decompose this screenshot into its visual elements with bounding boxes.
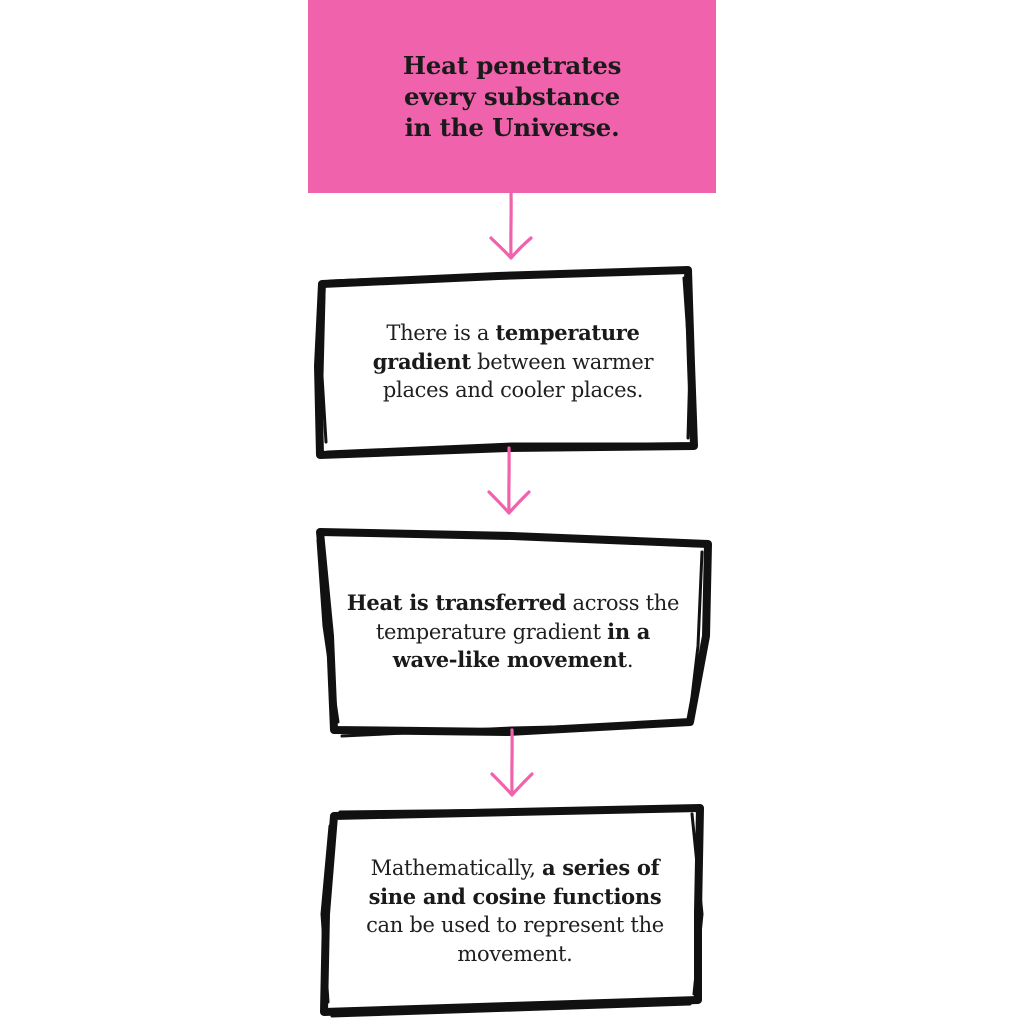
step-box-heat-transfer: Heat is transferred across the temperatu… — [312, 526, 714, 738]
top-box-line-2: every substance — [403, 82, 621, 111]
arrow-down-icon — [487, 446, 531, 515]
step-text-temperature-gradient: There is a temperature gradient between … — [353, 319, 673, 405]
text-segment: . — [626, 648, 634, 673]
box-border — [316, 528, 712, 738]
step-box-sine-cosine: Mathematically, a series of sine and cos… — [314, 804, 716, 1018]
box-border — [314, 266, 698, 459]
top-box-text: Heat penetrates every substance in the U… — [362, 50, 662, 143]
arrow-down-icon — [489, 191, 533, 260]
arrow-down-icon — [490, 728, 534, 797]
top-box: Heat penetrates every substance in the U… — [308, 0, 716, 193]
text-segment-bold: Heat is transferred — [346, 590, 567, 616]
step-box-temperature-gradient: There is a temperature gradient between … — [312, 266, 714, 459]
step-text-sine-cosine: Mathematically, a series of sine and cos… — [360, 854, 670, 968]
top-box-line-1: Heat penetrates — [402, 51, 622, 80]
box-border — [320, 804, 704, 1018]
text-segment: across the temperature gradient — [375, 591, 680, 644]
step-text-heat-transfer: Heat is transferred across the temperatu… — [343, 589, 683, 675]
text-segment: can be used to represent the movement. — [366, 913, 664, 966]
top-box-line-3: in the Universe. — [404, 113, 620, 142]
text-segment: between warmer places and cooler places. — [382, 349, 654, 403]
text-segment-bold: a series of sine and cosine functions — [368, 855, 662, 909]
text-segment-bold: in a wave-like movement — [392, 618, 651, 673]
text-segment-bold: temperature gradient — [372, 320, 640, 374]
text-segment: Mathematically, — [370, 856, 542, 880]
text-segment: There is a — [386, 321, 496, 346]
